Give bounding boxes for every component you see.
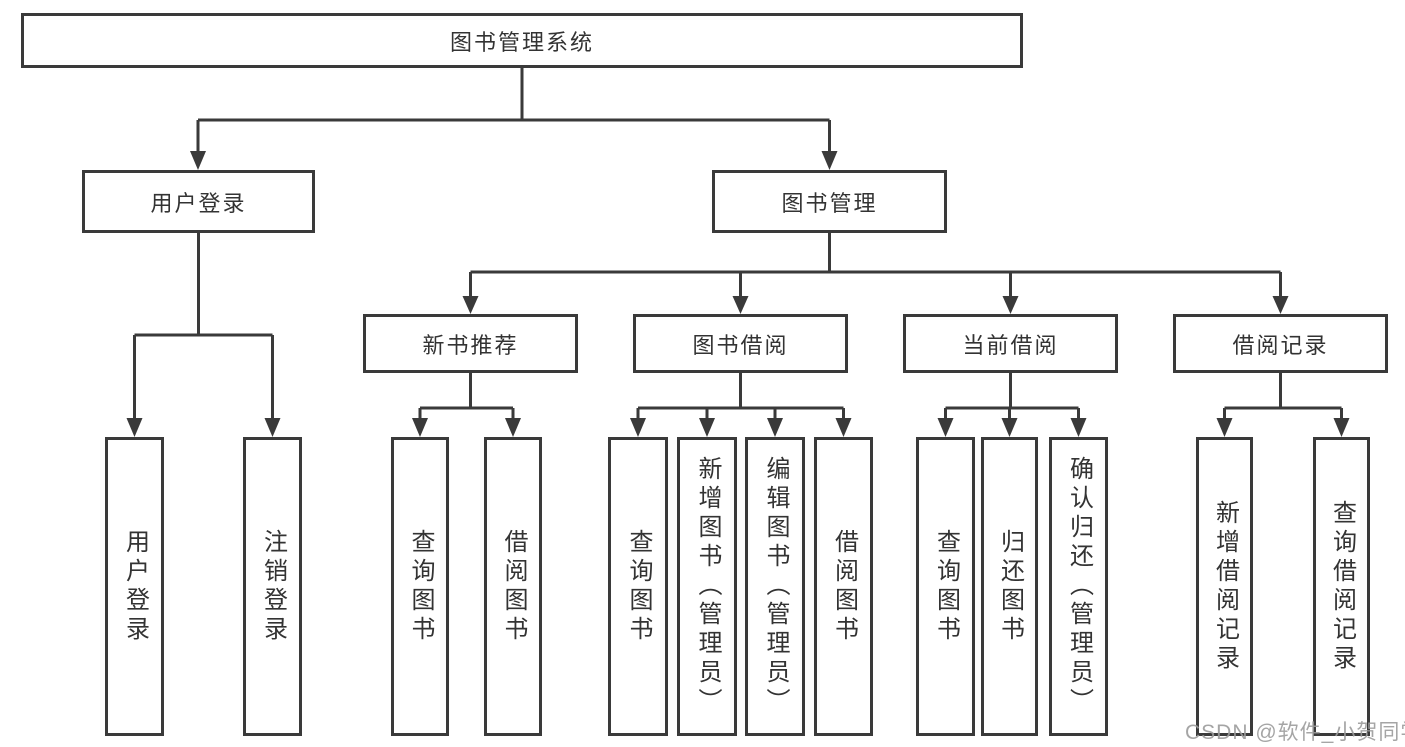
node-user-login-leaf: 用户登录: [105, 437, 164, 736]
node-label: 注销登录: [259, 528, 287, 645]
node-label: 确认归还（管理员）: [1065, 456, 1093, 717]
node-label: 编辑图书（管理员）: [762, 456, 789, 717]
node-label: 新增借阅记录: [1211, 499, 1239, 674]
node-label: 新增图书（管理员）: [694, 456, 721, 717]
connector-current-borrowing: [937, 373, 1087, 437]
node-label: 借阅图书: [830, 528, 858, 645]
node-library-management-system: 图书管理系统: [21, 13, 1023, 68]
connector-borrowing-records: [1216, 373, 1350, 437]
node-add-borrow-record: 新增借阅记录: [1196, 437, 1253, 736]
node-label: 查询借阅记录: [1328, 499, 1356, 674]
node-new-book-recommendation: 新书推荐: [363, 314, 578, 373]
node-query-books-recommend: 查询图书: [391, 437, 449, 736]
node-label: 当前借阅: [962, 332, 1059, 358]
node-label: 查询图书: [932, 528, 960, 645]
node-borrow-books: 借阅图书: [814, 437, 873, 736]
node-user-login: 用户登录: [82, 170, 315, 233]
node-add-books-admin: 新增图书（管理员）: [677, 437, 737, 736]
node-borrow-books-recommend: 借阅图书: [484, 437, 542, 736]
node-return-books: 归还图书: [981, 437, 1038, 736]
node-borrowing-records: 借阅记录: [1173, 314, 1388, 373]
node-label: 借阅记录: [1232, 332, 1329, 358]
node-label: 图书管理系统: [449, 29, 594, 55]
node-label: 归还图书: [996, 528, 1024, 645]
node-label: 用户登录: [121, 528, 149, 645]
node-edit-books-admin: 编辑图书（管理员）: [745, 437, 805, 736]
node-logout: 注销登录: [243, 437, 302, 736]
node-query-borrow-record: 查询借阅记录: [1313, 437, 1370, 736]
node-confirm-return-admin: 确认归还（管理员）: [1049, 437, 1108, 736]
connector-user-login: [126, 233, 281, 437]
node-current-borrowing: 当前借阅: [903, 314, 1118, 373]
node-query-books-borrowing: 查询图书: [608, 437, 668, 736]
node-query-books-current: 查询图书: [916, 437, 975, 736]
connector-new-book-recommendation: [412, 373, 521, 437]
node-book-management: 图书管理: [712, 170, 947, 233]
connector-book-management: [462, 233, 1289, 314]
connector-book-borrowing: [630, 373, 852, 437]
watermark-text: CSDN @软件_小贺同学: [1185, 721, 1405, 744]
node-book-borrowing: 图书借阅: [633, 314, 848, 373]
node-label: 图书借阅: [692, 332, 789, 358]
node-label: 用户登录: [150, 190, 247, 216]
node-label: 查询图书: [407, 528, 434, 645]
node-label: 图书管理: [781, 190, 878, 216]
node-label: 新书推荐: [422, 332, 519, 358]
node-label: 查询图书: [625, 528, 652, 645]
connector-root: [190, 68, 838, 170]
node-label: 借阅图书: [500, 528, 527, 645]
